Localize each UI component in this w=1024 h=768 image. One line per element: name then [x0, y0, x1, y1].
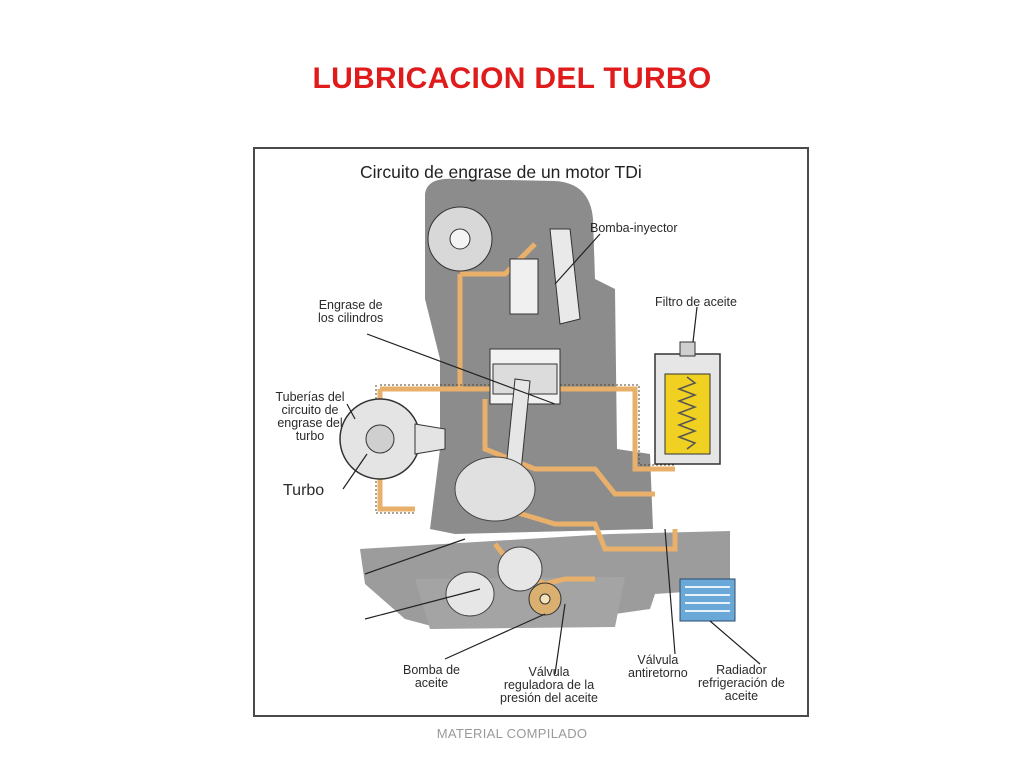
turbo-wheel	[365, 424, 395, 454]
diagram-title: Circuito de engrase de un motor TDi	[360, 162, 642, 182]
label-engrase-cilindros: Engrase de los cilindros	[318, 298, 384, 325]
oil-pump-center	[539, 593, 551, 605]
pump-injector	[549, 228, 581, 325]
label-radiador: Radiador refrigeración de aceite	[698, 663, 785, 703]
label-bomba-inyector: Bomba-inyector	[590, 221, 678, 235]
footer-text: MATERIAL COMPILADO	[436, 726, 588, 741]
diagram-frame: Circuito de engrase de un motor TDi Bomb…	[253, 147, 809, 717]
oil-radiator	[679, 578, 736, 622]
crankshaft	[454, 456, 536, 522]
oil-pump-gear	[445, 571, 495, 617]
callout-lines	[342, 233, 761, 675]
label-filtro-aceite: Filtro de aceite	[655, 295, 737, 309]
engine-diagram-illustration	[339, 178, 761, 675]
valve-spring	[509, 258, 539, 315]
label-valvula-antiretorno: Válvula antiretorno	[628, 653, 688, 680]
camshaft-center	[449, 228, 471, 250]
filter-spring	[676, 376, 698, 450]
label-tuberias-turbo: Tuberías del circuito de engrase del tur…	[275, 390, 345, 443]
radiator-fins	[685, 586, 730, 612]
label-bomba-aceite: Bomba de aceite	[403, 663, 460, 690]
turbo-outlet	[414, 423, 446, 455]
filter-cap	[679, 341, 696, 357]
label-valvula-reguladora: Válvula reguladora de la presión del ace…	[500, 665, 598, 705]
label-turbo: Turbo	[283, 482, 325, 499]
intermediate-gear	[497, 546, 543, 592]
slide-title: LUBRICACION DEL TURBO	[312, 62, 712, 95]
